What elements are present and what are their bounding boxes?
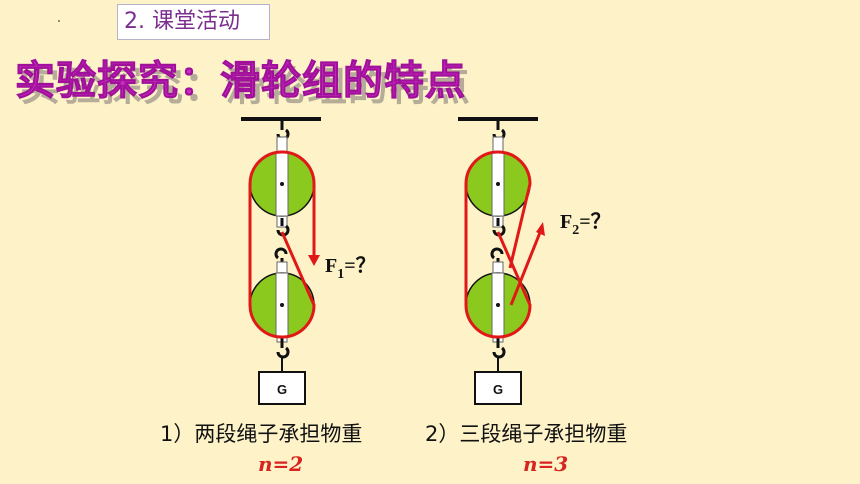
page-title-text: 实验探究：滑轮组的特点 — [15, 57, 466, 105]
force-arrow-right — [536, 222, 545, 236]
page-title: 实验探究：滑轮组的特点 实验探究：滑轮组的特点 — [15, 48, 495, 111]
rope-left — [248, 150, 316, 339]
fixed-pulley-hook-right — [492, 218, 506, 237]
caption-left: 1）两段绳子承担物重 — [160, 422, 363, 446]
page-title-shadow: 实验探究：滑轮组的特点 — [20, 63, 471, 110]
pulley-system-left — [241, 117, 321, 405]
weight-block-right — [474, 371, 522, 405]
decorative-dot — [58, 20, 60, 22]
rope-right — [464, 150, 532, 339]
n-value-right: n=3 — [523, 452, 569, 476]
force-arrow-left — [308, 255, 320, 266]
caption-right: 2）三段绳子承担物重 — [425, 422, 628, 446]
pulley-system-right — [458, 117, 545, 405]
force-label-right: F2=？ — [560, 211, 611, 238]
force-label-left: F1=？ — [325, 255, 376, 282]
ceiling-hook-right — [492, 121, 506, 141]
fixed-pulley-hook-left — [276, 218, 290, 237]
n-value-left: n=2 — [258, 452, 304, 476]
weight-label-right: G — [493, 382, 503, 397]
movable-pulley-hook-bottom-right — [492, 338, 506, 359]
weight-label-left: G — [277, 382, 287, 397]
section-label: 2. 课堂活动 — [117, 4, 270, 40]
movable-pulley-hook-bottom-left — [276, 338, 290, 359]
weight-block-left — [258, 371, 306, 405]
ceiling-hook-left — [276, 121, 290, 141]
